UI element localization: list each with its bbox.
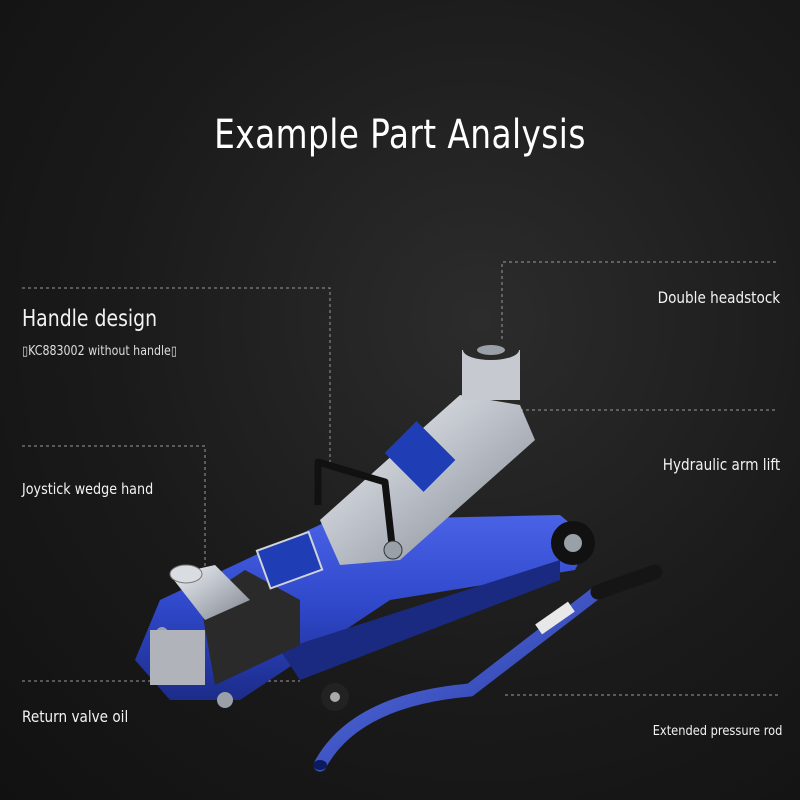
label-handle-note: ▯KC883002 without handle▯ (22, 344, 177, 359)
hydraulic-pump (150, 530, 324, 685)
label-extended-pressure-rod: Extended pressure rod (652, 724, 782, 739)
page-title: Example Part Analysis (214, 112, 586, 158)
label-hydraulic-arm-lift: Hydraulic arm lift (662, 455, 780, 474)
leader-double-headstock (501, 261, 778, 345)
lift-arm (320, 340, 535, 565)
carry-handle (314, 458, 403, 560)
leader-joystick (22, 445, 206, 610)
missing-glyph-icon: ▯ (22, 344, 29, 359)
missing-glyph-icon: ▯ (170, 344, 177, 359)
leader-handle-design (22, 287, 331, 470)
pressure-rod (313, 564, 663, 772)
label-return-valve-oil: Return valve oil (22, 707, 129, 726)
label-joystick-wedge-hand: Joystick wedge hand (22, 480, 154, 498)
label-double-headstock: Double headstock (657, 288, 780, 307)
label-handle-design: Handle design (22, 306, 158, 332)
